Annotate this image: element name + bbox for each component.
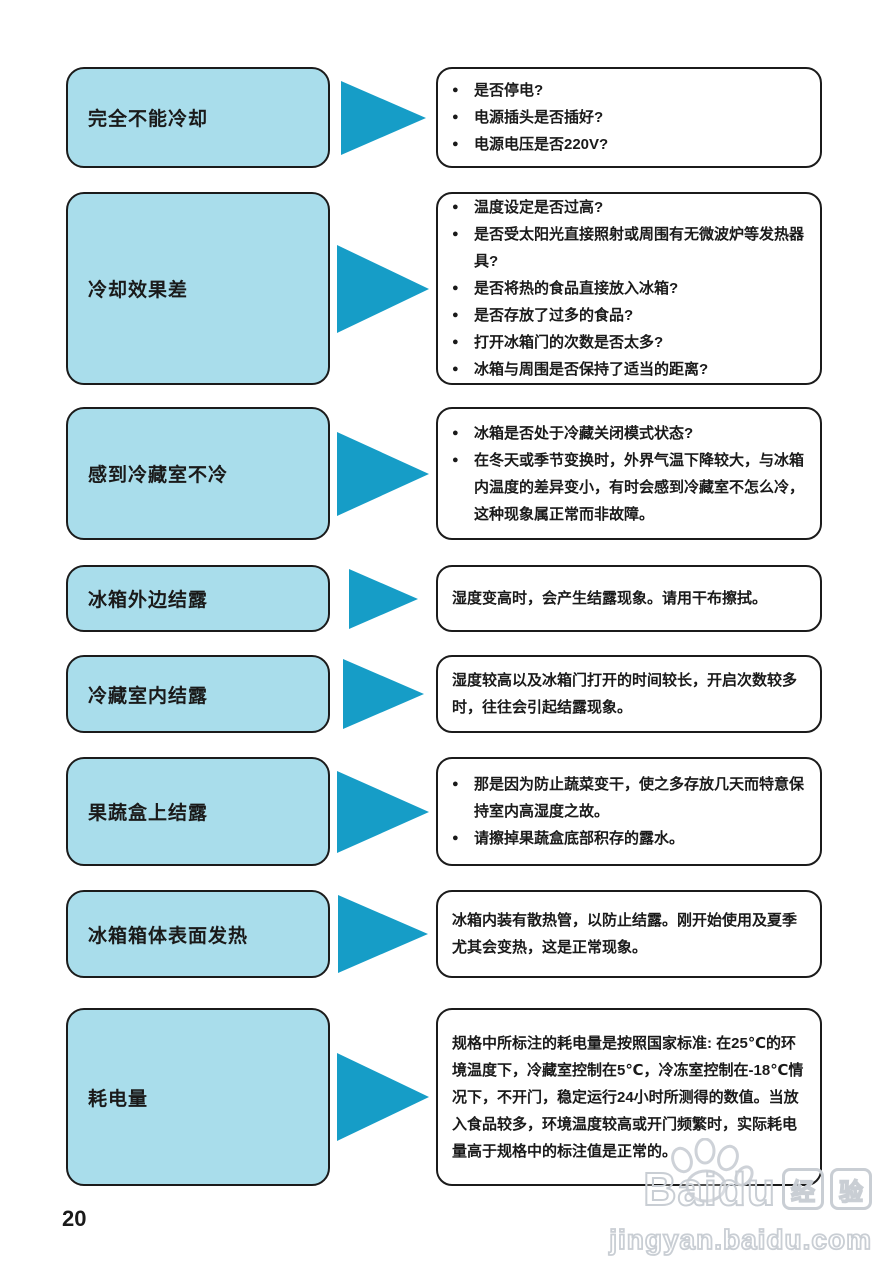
bullet-icon: ● [452, 778, 459, 790]
answer-item: ● 电源插头是否插好? [452, 104, 806, 131]
bullet-icon: ● [452, 832, 459, 844]
troubleshooting-row: 冷却效果差 ● 温度设定是否过高? ● 是否受太阳光直接照射或周围有无微波炉等发热器具… [66, 192, 822, 385]
arrow-zone [330, 655, 436, 733]
answer-item: ● 打开冰箱门的次数是否太多? [452, 329, 806, 356]
arrow-right-icon [348, 568, 418, 629]
problem-label: 冰箱箱体表面发热 [88, 925, 249, 947]
arrow-zone [330, 890, 436, 978]
answer-box: ● 温度设定是否过高? ● 是否受太阳光直接照射或周围有无微波炉等发热器具? ● 是否将热… [436, 192, 822, 385]
problem-label-box: 完全不能冷却 [66, 67, 330, 168]
bullet-icon: ● [452, 363, 459, 375]
problem-label-box: 冷藏室内结露 [66, 655, 330, 733]
answer-text: 是否受太阳光直接照射或周围有无微波炉等发热器具? [474, 226, 805, 270]
answer-item: ● 请擦掉果蔬盒底部积存的露水。 [452, 825, 806, 852]
arrow-zone [330, 407, 436, 540]
problem-label: 果蔬盒上结露 [88, 803, 209, 824]
answer-box: ● 那是因为防止蔬菜变干，使之多存放几天而特意保持室内高湿度之故。 ● 请擦掉果蔬盒底… [436, 757, 822, 866]
answer-item: ● 冰箱是否处于冷藏关闭模式状态? [452, 420, 806, 447]
answer-text: 在冬天或季节变换时，外界气温下降较大，与冰箱内温度的差异变小，有时会感到冷藏室不… [474, 451, 805, 523]
answer-text: 湿度较高以及冰箱门打开的时间较长，开启次数较多时，往往会引起结露现象。 [452, 672, 798, 716]
answer-text: 冰箱内装有散热管，以防止结露。刚开始使用及夏季尤其会变热，这是正常现象。 [452, 912, 798, 956]
answer-text: 电源插头是否插好? [474, 109, 604, 126]
troubleshooting-row: 耗电量 规格中所标注的耗电量是按照国家标准: 在25℃的环境温度下，冷藏室控制在… [66, 1008, 822, 1186]
arrow-right-icon [337, 431, 429, 516]
answer-item: ● 是否存放了过多的食品? [452, 302, 806, 329]
answer-item: ● 那是因为防止蔬菜变干，使之多存放几天而特意保持室内高湿度之故。 [452, 771, 806, 825]
answer-item: ● 是否受太阳光直接照射或周围有无微波炉等发热器具? [452, 221, 806, 275]
answer-item: ● 冰箱与周围是否保持了适当的距离? [452, 356, 806, 383]
answer-text: 冰箱与周围是否保持了适当的距离? [474, 361, 709, 378]
arrow-zone [330, 1008, 436, 1186]
arrow-right-icon [342, 659, 424, 729]
answer-item: ● 温度设定是否过高? [452, 194, 806, 221]
answer-item: ● 电源电压是否220V? [452, 131, 806, 158]
problem-label: 冷却效果差 [88, 280, 189, 301]
bullet-icon: ● [452, 111, 459, 123]
answer-text: 是否存放了过多的食品? [474, 307, 634, 324]
arrow-zone [330, 565, 436, 632]
watermark-url: jingyan.baidu.com [608, 1223, 872, 1256]
problem-label-box: 感到冷藏室不冷 [66, 407, 330, 540]
troubleshooting-row: 冷藏室内结露 湿度较高以及冰箱门打开的时间较长，开启次数较多时，往往会引起结露现… [66, 655, 822, 733]
answer-text: 请擦掉果蔬盒底部积存的露水。 [474, 830, 685, 847]
answer-text: 冰箱是否处于冷藏关闭模式状态? [474, 424, 694, 442]
answer-item: 湿度变高时，会产生结露现象。请用干布擦拭。 [452, 585, 806, 612]
bullet-icon: ● [452, 84, 459, 96]
answer-item: ● 是否将热的食品直接放入冰箱? [452, 275, 806, 302]
problem-label-box: 冰箱箱体表面发热 [66, 890, 330, 978]
bullet-icon: ● [452, 426, 459, 439]
bullet-icon: ● [452, 309, 459, 321]
arrow-right-icon [337, 244, 429, 333]
arrow-zone [330, 757, 436, 866]
arrow-zone [330, 192, 436, 385]
problem-label: 完全不能冷却 [88, 109, 209, 130]
answer-text: 电源电压是否220V? [474, 136, 609, 153]
answer-box: ● 是否停电? ● 电源插头是否插好? ● 电源电压是否220V? [436, 67, 822, 168]
answer-box: 湿度较高以及冰箱门打开的时间较长，开启次数较多时，往往会引起结露现象。 [436, 655, 822, 733]
answer-text: 打开冰箱门的次数是否太多? [474, 334, 664, 351]
troubleshooting-row: 感到冷藏室不冷 ● 冰箱是否处于冷藏关闭模式状态? ● 在冬天或季节变换时，外界气温下… [66, 407, 822, 540]
answer-text: 湿度变高时，会产生结露现象。请用干布擦拭。 [452, 590, 768, 607]
answer-text: 规格中所标注的耗电量是按照国家标准: 在25℃的环境温度下，冷藏室控制在5℃，冷… [452, 1034, 804, 1160]
problem-label: 感到冷藏室不冷 [88, 465, 229, 486]
problem-label-box: 果蔬盒上结露 [66, 757, 330, 866]
problem-label: 耗电量 [88, 1088, 149, 1110]
problem-label-box: 冷却效果差 [66, 192, 330, 385]
troubleshooting-row: 完全不能冷却 ● 是否停电? ● 电源插头是否插好? ● 电源电压是否220V? [66, 67, 822, 168]
bullet-icon: ● [452, 453, 459, 466]
answer-item: 规格中所标注的耗电量是按照国家标准: 在25℃的环境温度下，冷藏室控制在5℃，冷… [452, 1030, 806, 1165]
troubleshooting-list: 完全不能冷却 ● 是否停电? ● 电源插头是否插好? ● 电源电压是否220V? 冷却效果… [66, 67, 822, 1186]
watermark-badge-yan: 验 [830, 1168, 872, 1210]
bullet-icon: ● [452, 228, 459, 240]
answer-item: ● 是否停电? [452, 77, 806, 104]
arrow-right-icon [340, 80, 426, 155]
page-number: 20 [62, 1206, 87, 1231]
answer-text: 是否将热的食品直接放入冰箱? [474, 280, 679, 297]
answer-box: 湿度变高时，会产生结露现象。请用干布擦拭。 [436, 565, 822, 632]
problem-label: 冷藏室内结露 [88, 685, 209, 707]
answer-item: 湿度较高以及冰箱门打开的时间较长，开启次数较多时，往往会引起结露现象。 [452, 667, 806, 721]
arrow-right-icon [337, 1053, 429, 1141]
problem-label-box: 耗电量 [66, 1008, 330, 1186]
arrow-right-icon [338, 895, 428, 973]
answer-box: 规格中所标注的耗电量是按照国家标准: 在25℃的环境温度下，冷藏室控制在5℃，冷… [436, 1008, 822, 1186]
bullet-icon: ● [452, 282, 459, 294]
answer-text: 温度设定是否过高? [474, 199, 604, 216]
answer-item: 冰箱内装有散热管，以防止结露。刚开始使用及夏季尤其会变热，这是正常现象。 [452, 907, 806, 961]
bullet-icon: ● [452, 336, 459, 348]
answer-box: 冰箱内装有散热管，以防止结露。刚开始使用及夏季尤其会变热，这是正常现象。 [436, 890, 822, 978]
troubleshooting-row: 冰箱箱体表面发热 冰箱内装有散热管，以防止结露。刚开始使用及夏季尤其会变热，这是… [66, 890, 822, 978]
troubleshooting-row: 冰箱外边结露 湿度变高时，会产生结露现象。请用干布擦拭。 [66, 565, 822, 632]
answer-text: 是否停电? [474, 82, 544, 99]
problem-label-box: 冰箱外边结露 [66, 565, 330, 632]
arrow-zone [330, 67, 436, 168]
bullet-icon: ● [452, 138, 459, 150]
troubleshooting-row: 果蔬盒上结露 ●那是因为防止蔬菜变干，使之多存放几天而特意保持室内高湿度之故。●… [66, 757, 822, 866]
answer-text: 那是因为防止蔬菜变干，使之多存放几天而特意保持室内高湿度之故。 [474, 776, 805, 820]
arrow-right-icon [337, 770, 429, 853]
answer-item: ● 在冬天或季节变换时，外界气温下降较大，与冰箱内温度的差异变小，有时会感到冷藏室… [452, 447, 806, 528]
bullet-icon: ● [452, 201, 459, 213]
answer-box: ● 冰箱是否处于冷藏关闭模式状态? ● 在冬天或季节变换时，外界气温下降较大，与冰箱内… [436, 407, 822, 540]
problem-label: 冰箱外边结露 [88, 590, 209, 611]
